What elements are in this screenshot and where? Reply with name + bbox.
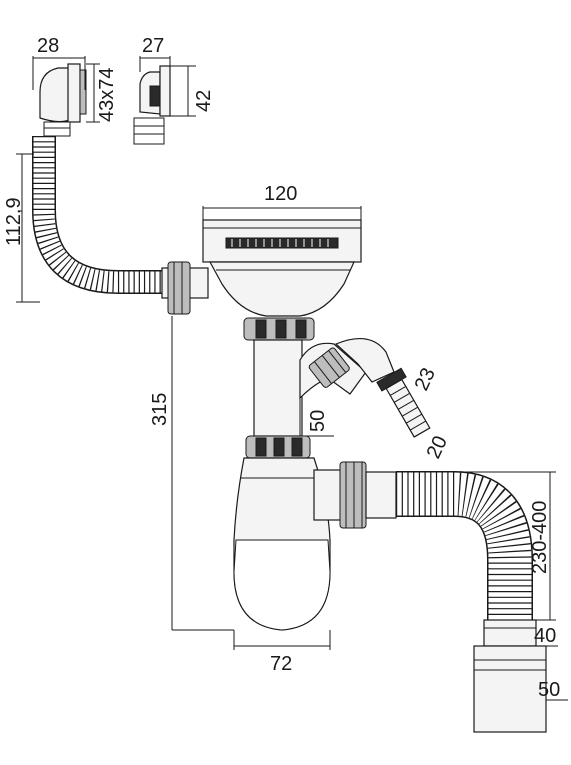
vertical-pipe: [253, 339, 303, 437]
upper-nut: [243, 317, 315, 341]
corrugated-length-label: 230-400: [529, 501, 551, 574]
bottle-width-label: 72: [270, 653, 292, 675]
bottle-trap: [233, 457, 331, 631]
overflow-width-dimension: 28: [32, 35, 86, 90]
adapter-height-label: 42: [193, 90, 215, 112]
strainer-bowl: [202, 219, 362, 317]
strainer-diameter-label: 120: [264, 183, 297, 205]
overflow-head: [39, 63, 87, 137]
side-outlet-elbow: [299, 337, 395, 400]
overflow-hose: [32, 136, 162, 294]
nozzle-outer-label: 23: [411, 365, 440, 394]
total-height-dimension: 315: [149, 316, 234, 631]
overflow-size-label: 43x74: [96, 68, 118, 123]
adapter-width-label: 27: [142, 35, 164, 57]
overflow-size-dimension: 43x74: [86, 63, 118, 123]
bottle-width-dimension: 72: [233, 630, 331, 675]
total-height-label: 315: [149, 393, 171, 426]
nozzle-inner-label: 20: [423, 433, 452, 462]
outlet-inner-label: 40: [534, 625, 556, 647]
outlet-union: [313, 461, 397, 529]
overflow-hose-height-label: 112,9: [3, 197, 25, 246]
adapter-piece: [133, 65, 171, 145]
overflow-width-label: 28: [37, 35, 59, 57]
hose-nozzle: [376, 367, 431, 438]
outlet-outer-label: 50: [538, 679, 560, 701]
adapter-height-dimension: 42: [170, 65, 215, 117]
side-outlet-label: 50: [307, 410, 329, 432]
corrugated-outlet-hose: [396, 471, 533, 620]
side-outlet-dimension: 50: [299, 398, 334, 437]
outlet-cuff: [473, 619, 547, 733]
adapter-width-dimension: 27: [139, 35, 171, 72]
overflow-hose-height-dimension: 112,9: [3, 153, 40, 303]
outlet-inner-dimension: 40: [534, 625, 558, 647]
lower-nut: [245, 435, 311, 459]
strainer-diameter-dimension: 120: [202, 183, 362, 220]
outlet-outer-dimension: 50: [538, 679, 568, 701]
overflow-connection-nut: [161, 261, 209, 315]
